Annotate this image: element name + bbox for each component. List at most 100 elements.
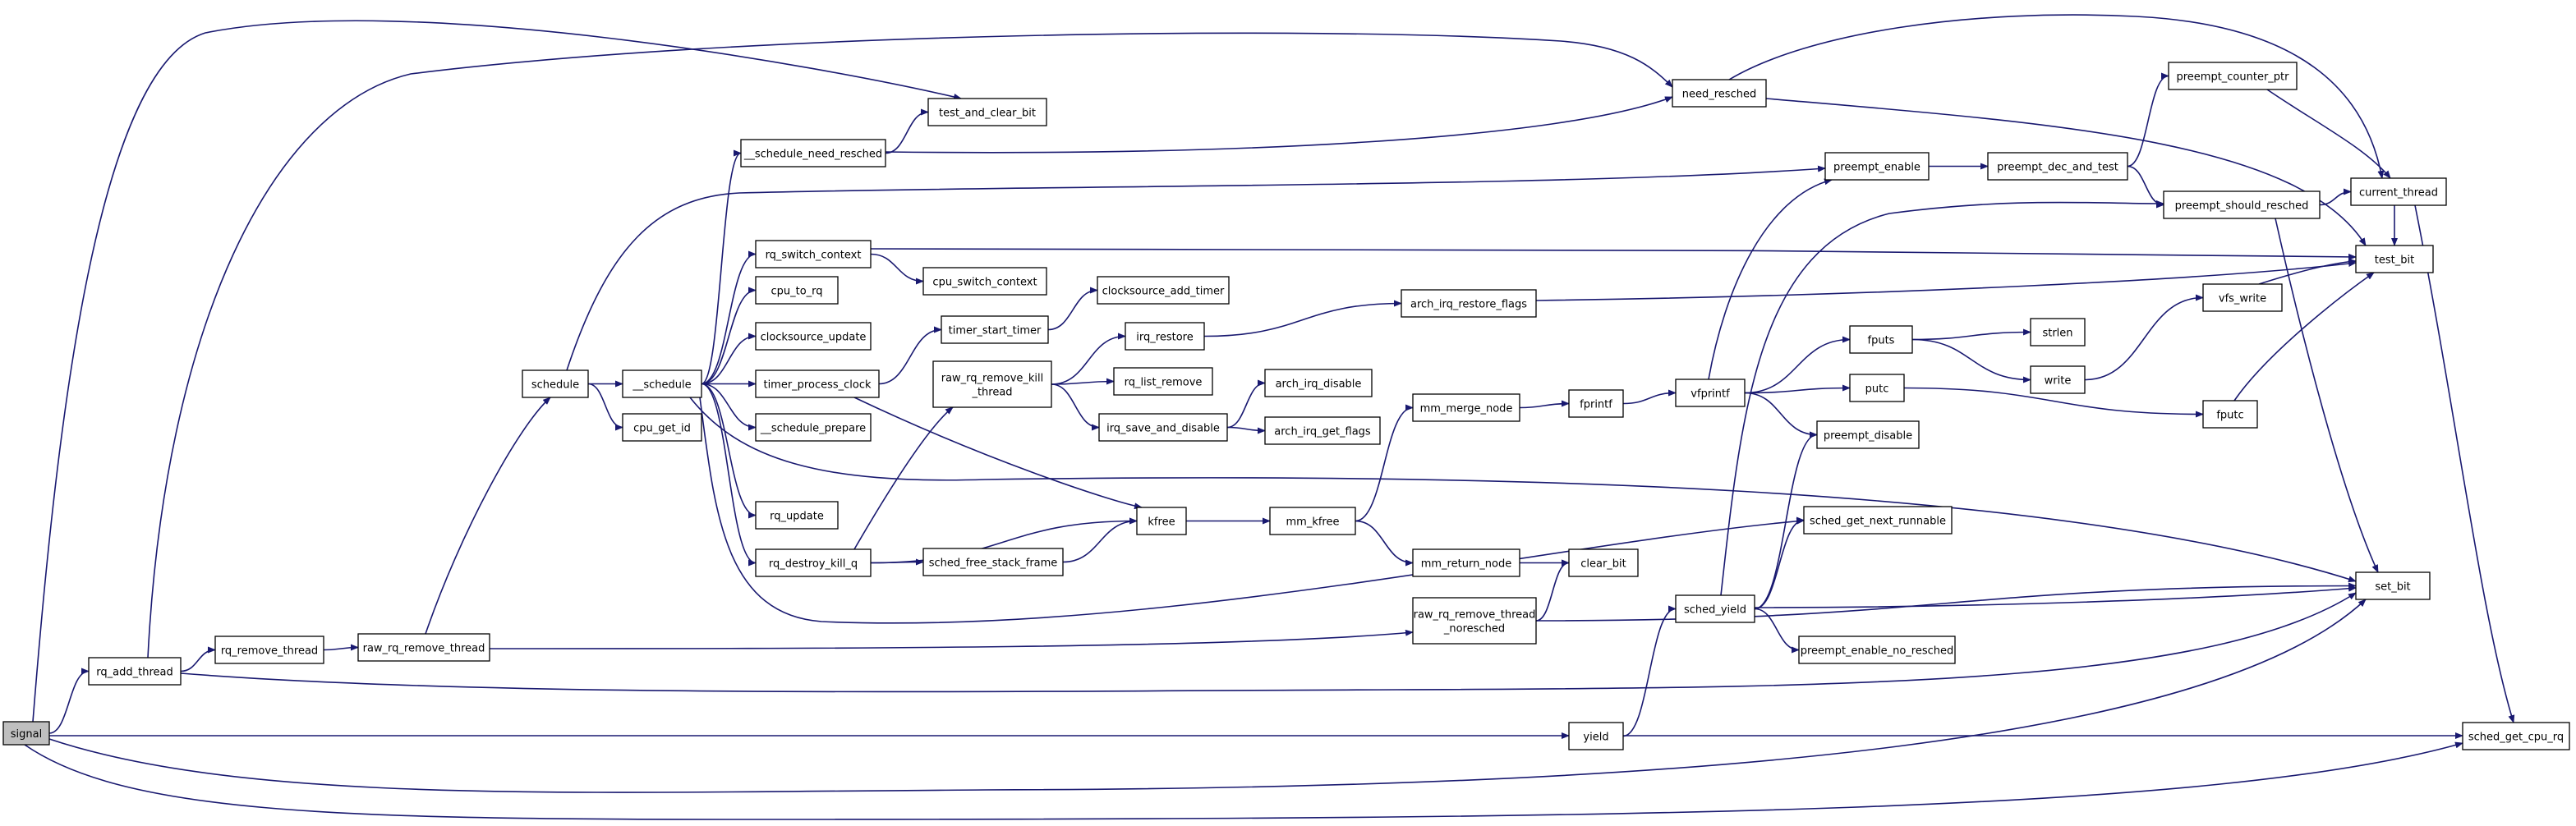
function-node-raw_rq_remove_thread_noresched[interactable]: raw_rq_remove_thread_noresched [1412, 597, 1537, 645]
function-node-putc[interactable]: putc [1849, 374, 1905, 402]
node-box [1412, 548, 1520, 577]
function-node-vfs_write[interactable]: vfs_write [2202, 283, 2283, 312]
function-node-sched_get_next_runnable[interactable]: sched_get_next_runnable [1803, 506, 1953, 535]
function-node-clear_bit[interactable]: clear_bit [1568, 548, 1639, 577]
edge-path [1754, 516, 1805, 610]
node-label: fprintf [1580, 399, 1612, 411]
node-label: kfree [1148, 516, 1175, 529]
function-node-rq_switch_context[interactable]: rq_switch_context [755, 240, 872, 268]
function-node-arch_irq_restore_flags[interactable]: arch_irq_restore_flags [1401, 289, 1537, 318]
node-box [622, 413, 702, 442]
function-node-mm_kfree[interactable]: mm_kfree [1269, 507, 1356, 535]
node-label: sched_free_stack_frame [929, 558, 1058, 570]
edge-path [1051, 333, 1126, 385]
node-label: arch_irq_disable [1276, 379, 1362, 391]
function-node-write[interactable]: write [2030, 365, 2086, 394]
node-box [2355, 245, 2434, 273]
function-node-signal[interactable]: signal [2, 721, 50, 746]
function-node-fputs[interactable]: fputs [1849, 325, 1913, 354]
function-node-mm_return_node[interactable]: mm_return_node [1412, 548, 1520, 577]
function-node-set_bit[interactable]: set_bit [2355, 571, 2431, 600]
edge-path [2127, 72, 2169, 167]
function-node-sched_yield[interactable]: sched_yield [1675, 594, 1755, 623]
node-label: arch_irq_restore_flags [1410, 299, 1527, 311]
node-box [755, 322, 872, 351]
node-label: rq_destroy_kill_q [769, 558, 858, 571]
function-node-preempt_counter_ptr[interactable]: preempt_counter_ptr [2168, 62, 2298, 90]
function-node-test_bit[interactable]: test_bit [2355, 245, 2434, 273]
function-node-rq_list_remove[interactable]: rq_list_remove [1113, 367, 1213, 396]
function-node-test_and_clear_bit[interactable]: test_and_clear_bit [927, 98, 1047, 126]
function-node-raw_rq_remove_thread[interactable]: raw_rq_remove_thread [357, 633, 490, 662]
call-edge-rq_switch_context-to-cpu_switch_context [870, 253, 924, 285]
function-node-mm_merge_node[interactable]: mm_merge_node [1412, 393, 1520, 422]
function-node-clocksource_update[interactable]: clocksource_update [755, 322, 872, 351]
edge-path [147, 32, 1673, 659]
function-node-arch_irq_disable[interactable]: arch_irq_disable [1264, 369, 1373, 397]
edge-path [1622, 389, 1677, 405]
node-label: timer_start_timer [949, 325, 1042, 337]
function-node-clocksource_add_timer[interactable]: clocksource_add_timer [1097, 276, 1230, 305]
node-label: need_resched [1682, 89, 1756, 101]
function-node-rq_update[interactable]: rq_update [755, 501, 839, 530]
function-node-yield[interactable]: yield [1568, 722, 1624, 750]
function-node-arch_irq_get_flags[interactable]: arch_irq_get_flags [1264, 416, 1381, 445]
function-node-preempt_enable_no_resched[interactable]: preempt_enable_no_resched [1798, 636, 1956, 664]
function-node-strlen[interactable]: strlen [2030, 318, 2086, 346]
function-node-irq_restore[interactable]: irq_restore [1125, 322, 1205, 351]
node-box [1098, 413, 1228, 442]
node-label: cpu_to_rq [770, 286, 822, 298]
call-edge-raw_rq_remove_thread-to-schedule [425, 397, 551, 635]
function-node-vfprintf[interactable]: vfprintf [1675, 379, 1746, 407]
function-node-preempt_dec_and_test[interactable]: preempt_dec_and_test [1987, 152, 2128, 181]
edge-path [1535, 260, 2357, 301]
edge-path [870, 517, 1138, 564]
function-node-rq_destroy_kill_q[interactable]: rq_destroy_kill_q [755, 548, 872, 577]
node-label: test_bit [2375, 255, 2414, 267]
node-label: signal [11, 728, 42, 741]
node-box [2462, 722, 2570, 750]
function-node-sched_get_cpu_rq[interactable]: sched_get_cpu_rq [2462, 722, 2570, 750]
function-node-_schedule_need_resched[interactable]: __schedule_need_resched [740, 139, 886, 167]
function-node-preempt_enable[interactable]: preempt_enable [1824, 152, 1930, 181]
function-node-fputc[interactable]: fputc [2202, 400, 2258, 429]
edge-path [699, 397, 1805, 624]
node-box [1675, 379, 1746, 407]
node-box [2, 721, 50, 746]
function-node-current_thread[interactable]: current_thread [2350, 177, 2447, 206]
function-node-irq_save_and_disable[interactable]: irq_save_and_disable [1098, 413, 1228, 442]
edge-path [1744, 392, 1818, 438]
function-node-preempt_should_resched[interactable]: preempt_should_resched [2163, 190, 2321, 219]
node-label: clocksource_update [761, 332, 867, 344]
edge-path [1051, 383, 1100, 431]
function-node-preempt_disable[interactable]: preempt_disable [1816, 420, 1920, 449]
function-node-cpu_to_rq[interactable]: cpu_to_rq [755, 276, 839, 305]
function-node-kfree[interactable]: kfree [1136, 507, 1187, 535]
node-box [1113, 367, 1213, 396]
function-node-need_resched[interactable]: need_resched [1672, 79, 1767, 108]
function-node-_schedule_prepare[interactable]: __schedule_prepare [755, 413, 872, 442]
call-edge-_schedule_need_resched-to-need_resched [885, 96, 1673, 154]
edge-path [32, 20, 962, 723]
call-edge-raw_rq_remove_thread_noresched-to-clear_bit [1535, 559, 1570, 622]
function-node-cpu_switch_context[interactable]: cpu_switch_context [922, 267, 1047, 296]
call-edge-signal-to-sched_get_cpu_rq [24, 741, 2463, 820]
function-node-rq_add_thread[interactable]: rq_add_thread [88, 657, 182, 686]
function-node-cpu_get_id[interactable]: cpu_get_id [622, 413, 702, 442]
call-edge-_schedule-to-rq_destroy_kill_q [701, 383, 757, 567]
node-box [1824, 152, 1930, 181]
function-node-timer_process_clock[interactable]: timer_process_clock [755, 369, 880, 398]
function-node-schedule[interactable]: schedule [522, 369, 589, 398]
node-label: rq_list_remove [1125, 377, 1203, 389]
node-box [1987, 152, 2128, 181]
function-node-sched_free_stack_frame[interactable]: sched_free_stack_frame [922, 548, 1064, 576]
edge-path [701, 383, 757, 567]
function-node-fprintf[interactable]: fprintf [1568, 389, 1624, 418]
function-node-raw_rq_remove_kill_thread[interactable]: raw_rq_remove_kill_thread [932, 360, 1052, 408]
function-node-rq_remove_thread[interactable]: rq_remove_thread [214, 636, 324, 664]
call-edge-timer_process_clock-to-kfree [853, 397, 1143, 510]
edge-path [2275, 218, 2379, 573]
function-node-timer_start_timer[interactable]: timer_start_timer [941, 315, 1049, 344]
function-node-_schedule[interactable]: __schedule [622, 369, 702, 398]
